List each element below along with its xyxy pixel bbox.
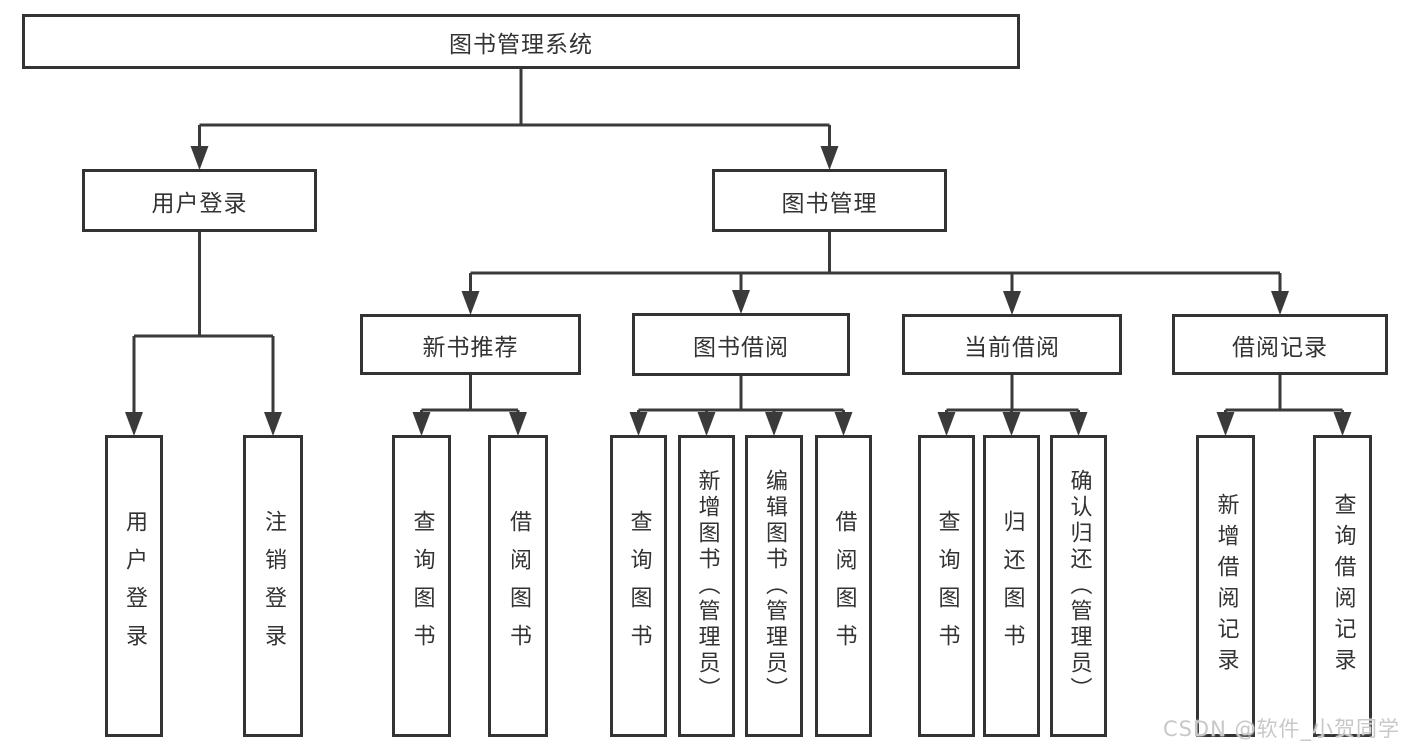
- node-new-book-recommend: 新书推荐: [360, 314, 581, 375]
- node-rec-borrow-books: 借阅图书: [488, 435, 548, 737]
- watermark: CSDN @软件_小贺同学: [1162, 717, 1400, 741]
- node-login: 用户登录: [105, 435, 163, 737]
- node-root: 图书管理系统: [22, 14, 1020, 69]
- node-bb-add-books: 新增图书（管理员）: [678, 435, 735, 737]
- node-logout: 注销登录: [243, 435, 303, 737]
- node-br-query-record: 查询借阅记录: [1313, 435, 1372, 737]
- node-bb-query-books: 查询图书: [610, 435, 667, 737]
- node-book-borrowing: 图书借阅: [632, 313, 850, 376]
- node-bb-borrow-books: 借阅图书: [815, 435, 872, 737]
- node-current-borrowing: 当前借阅: [902, 314, 1122, 375]
- node-cb-query-books: 查询图书: [918, 435, 975, 737]
- node-bb-edit-books: 编辑图书（管理员）: [745, 435, 803, 737]
- node-book-management: 图书管理: [712, 169, 947, 232]
- node-cb-return-books: 归还图书: [983, 435, 1040, 737]
- node-borrowing-records: 借阅记录: [1172, 314, 1388, 375]
- node-cb-confirm-return: 确认归还（管理员）: [1050, 435, 1107, 737]
- node-user-login: 用户登录: [82, 169, 317, 232]
- node-br-add-record: 新增借阅记录: [1196, 435, 1255, 737]
- node-rec-query-books: 查询图书: [392, 435, 451, 737]
